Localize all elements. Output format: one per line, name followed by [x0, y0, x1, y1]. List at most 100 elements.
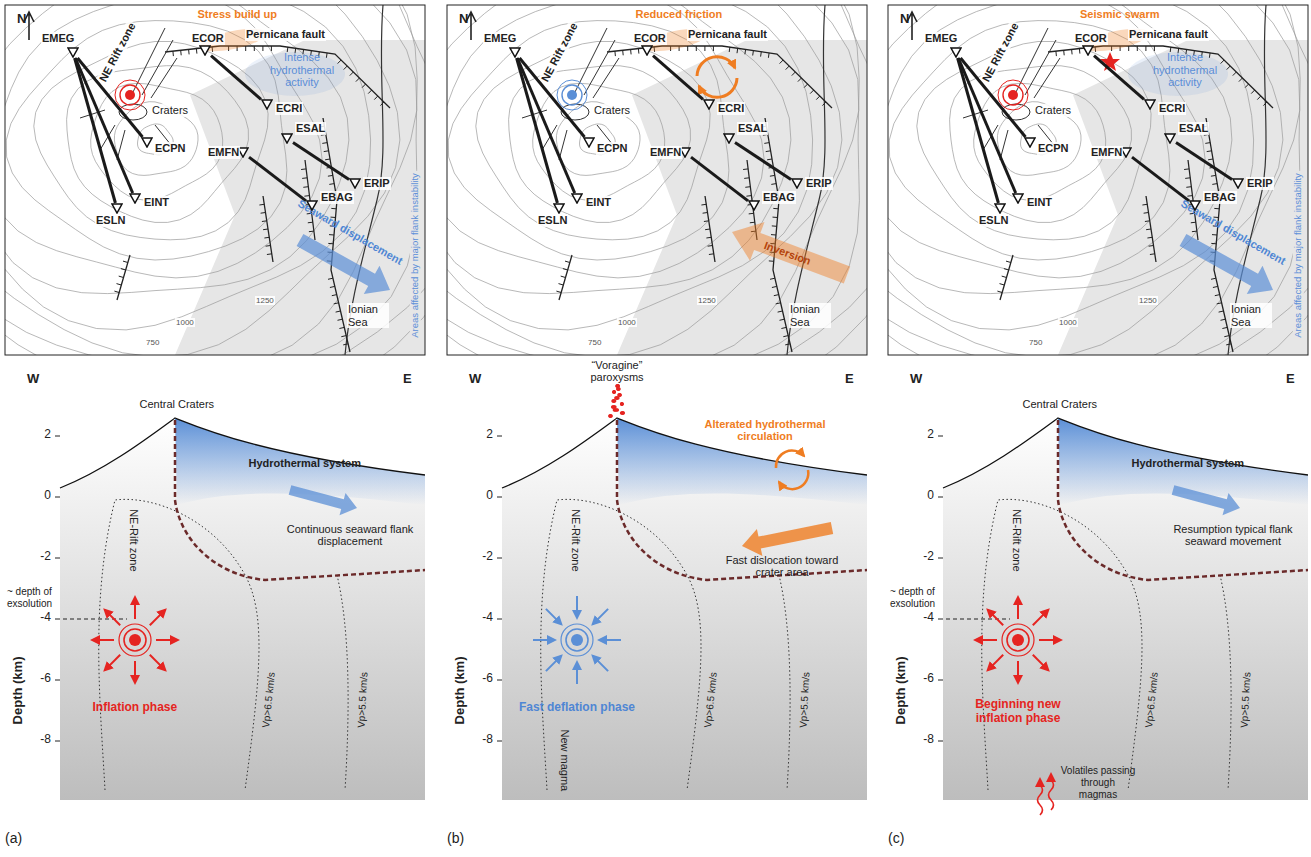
map-label: 1000 [617, 318, 637, 327]
station-triangle [1024, 137, 1036, 148]
station-marker: ESLN [111, 203, 123, 214]
station-triangle [723, 133, 735, 144]
station-name: EMFN [1090, 146, 1123, 159]
topography [60, 418, 425, 488]
section-label: NE-Rift zone [127, 509, 140, 571]
eruption-dot [620, 402, 624, 406]
contour-line [5, 5, 417, 355]
radial-arrow [988, 655, 1004, 671]
station-triangle [129, 193, 141, 204]
process-label: Inversion [762, 239, 812, 268]
chamber-dot [571, 634, 583, 646]
eruption-dot [618, 393, 622, 397]
vp55-body [779, 575, 790, 790]
station-triangle [951, 48, 961, 57]
station-name: ESLN [537, 214, 568, 227]
contour-line [556, 102, 640, 176]
eruption-dot [620, 402, 624, 406]
process-label: Hydrothermal system [249, 457, 362, 470]
station-triangle [703, 99, 715, 110]
source-ring [1003, 85, 1023, 105]
station-marker: ESAL [723, 133, 735, 144]
chamber-ring [1002, 624, 1034, 656]
flank-instability-area [175, 40, 425, 355]
map-label: Craters [1034, 104, 1072, 117]
contour-line [447, 5, 867, 355]
station-marker: ECOR [199, 45, 211, 56]
fault-ticks [259, 204, 271, 254]
contour-line [917, 42, 1151, 240]
contour-line [5, 5, 417, 355]
chamber-dot [129, 634, 141, 646]
map-label: N [900, 12, 909, 27]
map-label: Ionian Sea [1230, 303, 1272, 328]
vp65-body [982, 499, 1142, 790]
eruption-dot [611, 405, 615, 409]
station-name: EMEG [924, 32, 958, 45]
station-triangle [200, 46, 210, 55]
radial-arrow [533, 639, 555, 641]
chamber-ring [124, 629, 146, 651]
station-triangle [349, 178, 361, 189]
eruption-dot [618, 393, 622, 397]
fault-ticks [997, 261, 1010, 292]
radial-arrow [1033, 610, 1049, 626]
station-name: EBAG [320, 191, 354, 204]
eruption-dot [620, 402, 624, 406]
map-label: 1000 [1058, 318, 1078, 327]
station-name: ECOR [1074, 32, 1108, 45]
circulation-arrow [776, 451, 804, 468]
station-triangle [1025, 138, 1035, 147]
flank-arrow [289, 485, 357, 515]
station-triangle [749, 201, 759, 210]
station-marker: ECRI [1144, 99, 1156, 110]
station-marker: ECPN [141, 137, 153, 148]
station-triangle [1232, 178, 1244, 189]
contour-line [5, 5, 425, 355]
radial-arrow [546, 609, 562, 625]
depth-ticks [497, 436, 502, 741]
station-name: ESLN [978, 214, 1009, 227]
process-label: “Voragine” paroxysms [572, 359, 662, 384]
radial-arrow [92, 639, 114, 641]
contour-line [509, 66, 691, 223]
station-triangle [1164, 133, 1176, 144]
baseline-connector [249, 157, 306, 201]
contour-line [67, 66, 249, 223]
eruption-dot [608, 414, 612, 418]
section-label: Vp>6.5 km/s [260, 672, 278, 729]
depth-ticks [55, 436, 60, 741]
station-triangle [306, 200, 318, 211]
station-name: ESAL [1178, 122, 1209, 135]
process-label: Hydrothermal system [1132, 457, 1245, 470]
section-label: 2 [471, 428, 493, 442]
ground [943, 418, 1308, 800]
section-label: -2 [912, 550, 934, 564]
station-triangle [641, 45, 653, 56]
section-label: Depth (km) [453, 656, 468, 724]
flank-arrow [1172, 485, 1240, 515]
chamber-ring [561, 624, 593, 656]
eruption-dot [612, 405, 616, 409]
station-marker: ECRI [261, 99, 273, 110]
station-marker: EMFN [1120, 147, 1132, 158]
section-label: -8 [912, 733, 934, 747]
process-label: Inflation phase [93, 701, 178, 715]
station-marker: ECOR [1082, 45, 1094, 56]
station-triangle [1233, 179, 1243, 188]
station-triangle [1190, 201, 1200, 210]
station-triangle [553, 203, 565, 214]
station-triangle [199, 45, 211, 56]
radial-arrow [576, 596, 578, 618]
eruption-dot [612, 390, 616, 394]
station-name: ERIP [1246, 177, 1274, 190]
circulation-arrow [779, 470, 808, 489]
contour-line [448, 21, 729, 260]
eruption-dot [616, 384, 620, 388]
station-name: ESAL [737, 122, 768, 135]
map-label: Ionian Sea [789, 303, 831, 328]
source-ring [120, 85, 140, 105]
station-marker: ERIP [349, 178, 361, 189]
station-name: ECOR [633, 32, 667, 45]
eruption-dot [612, 390, 616, 394]
